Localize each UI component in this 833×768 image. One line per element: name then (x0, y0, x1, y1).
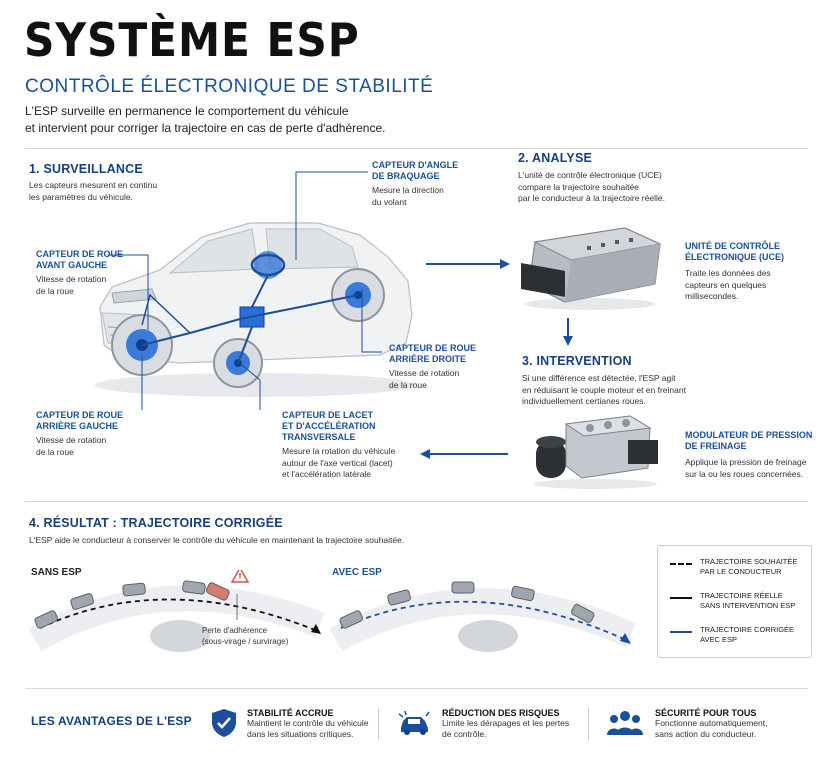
car-illustration (95, 222, 415, 397)
advantage-separator (588, 708, 589, 740)
page-title: SYSTÈME ESP (24, 13, 360, 67)
section-divider (25, 501, 808, 502)
surveillance-heading: 1. SURVEILLANCE (29, 162, 143, 176)
ecu-callout: UNITÉ DE CONTRÔLE ÉLECTRONIQUE (UCE) Tra… (685, 241, 784, 301)
analyse-heading: 2. ANALYSE (518, 151, 593, 165)
modulator-callout: MODULATEUR DE PRESSION DE FREINAGE Appli… (685, 430, 813, 479)
ecu-illustration (521, 227, 662, 310)
steering-sensor-callout: CAPTEUR D'ANGLE DE BRAQUAGE Mesure la di… (372, 160, 459, 207)
header-divider (25, 148, 808, 149)
legend-blue-line (670, 631, 692, 633)
without-esp-label: SANS ESP (31, 567, 82, 578)
surveillance-text: Les capteurs mesurent en continu les par… (29, 180, 158, 202)
legend-solid-line (670, 597, 692, 599)
result-heading: 4. RÉSULTAT : TRAJECTOIRE CORRIGÉE (29, 516, 283, 530)
loss-of-grip-label: Perte d'adhérence (sous-virage / survira… (202, 626, 289, 646)
shield-check-icon (212, 709, 236, 737)
with-esp-diagram (329, 581, 636, 652)
intervention-text: Si une différence est détectée, l'ESP ag… (522, 373, 686, 406)
analyse-text: L'unité de contrôle électronique (UCE) c… (518, 170, 665, 203)
advantage-risk-reduction: RÉDUCTION DES RISQUES Limite les dérapag… (442, 708, 570, 739)
without-esp-diagram (28, 570, 325, 652)
legend-dashed-line (670, 563, 692, 565)
advantage-safety: SÉCURITÉ POUR TOUS Fonctionne automatiqu… (655, 708, 768, 739)
advantage-stability: STABILITÉ ACCRUE Maintient le contrôle d… (247, 708, 369, 739)
front-left-sensor-callout: CAPTEUR DE ROUE AVANT GAUCHE Vitesse de … (36, 249, 124, 296)
result-text: L'ESP aide le conducteur à conserver le … (29, 535, 405, 545)
rear-right-sensor-callout: CAPTEUR DE ROUE ARRIÈRE DROITE Vitesse d… (389, 343, 477, 390)
footer-divider (25, 688, 808, 689)
car-crash-icon (398, 710, 430, 735)
advantages-heading: LES AVANTAGES DE L'ESP (31, 714, 192, 728)
rear-left-sensor-callout: CAPTEUR DE ROUE ARRIÈRE GAUCHE Vitesse d… (36, 410, 124, 457)
yaw-sensor-callout: CAPTEUR DE LACET ET D'ACCÉLÉRATION TRANS… (282, 410, 396, 479)
advantage-separator (378, 708, 379, 740)
with-esp-label: AVEC ESP (332, 567, 382, 578)
intro-text: L'ESP surveille en permanence le comport… (25, 104, 386, 135)
trajectory-legend: TRAJECTOIRE SOUHAITÉE PAR LE CONDUCTEUR … (657, 545, 812, 658)
intervention-heading: 3. INTERVENTION (522, 354, 632, 368)
page-subtitle: CONTRÔLE ÉLECTRONIQUE DE STABILITÉ (25, 76, 434, 97)
brake-modulator-illustration (533, 415, 658, 489)
people-group-icon (607, 711, 643, 735)
